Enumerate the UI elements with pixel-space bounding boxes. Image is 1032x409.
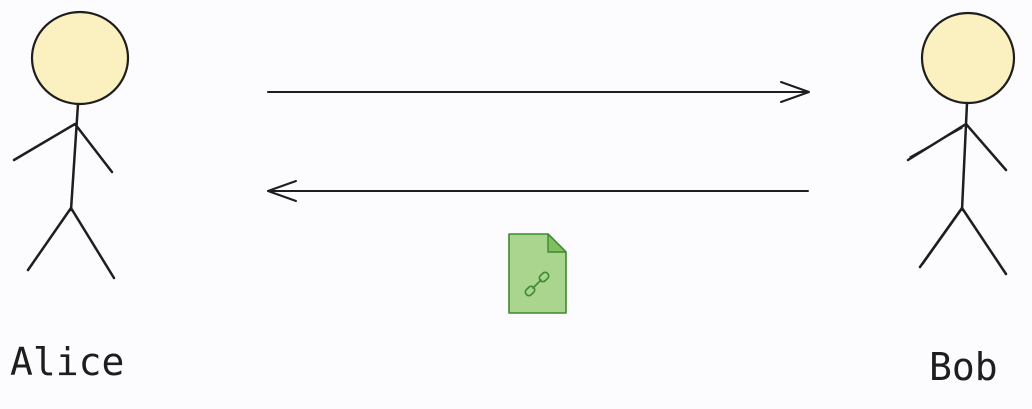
alice-legs [26, 206, 116, 280]
alice-arms [12, 122, 114, 174]
bob-head [920, 11, 1016, 105]
bob-legs [918, 206, 1008, 276]
link-document-icon [508, 233, 567, 314]
document-body [508, 233, 567, 314]
alice-body [69, 102, 80, 212]
chain-link-icon [524, 271, 550, 297]
document-fold [547, 233, 567, 253]
alice-figure [12, 10, 130, 280]
arrow-bob-to-alice [267, 180, 809, 202]
bob-figure [906, 11, 1016, 276]
bob-leg-sketch [922, 211, 961, 265]
bob-arm-sketch [909, 127, 963, 158]
bob-body [960, 101, 969, 212]
arrow-alice-to-bob [267, 81, 810, 103]
arrowhead-right [780, 81, 810, 103]
alice-head [30, 10, 130, 106]
bob-label: Bob [929, 345, 998, 389]
alice-label: Alice [10, 340, 125, 384]
arrowhead-left [267, 180, 297, 202]
